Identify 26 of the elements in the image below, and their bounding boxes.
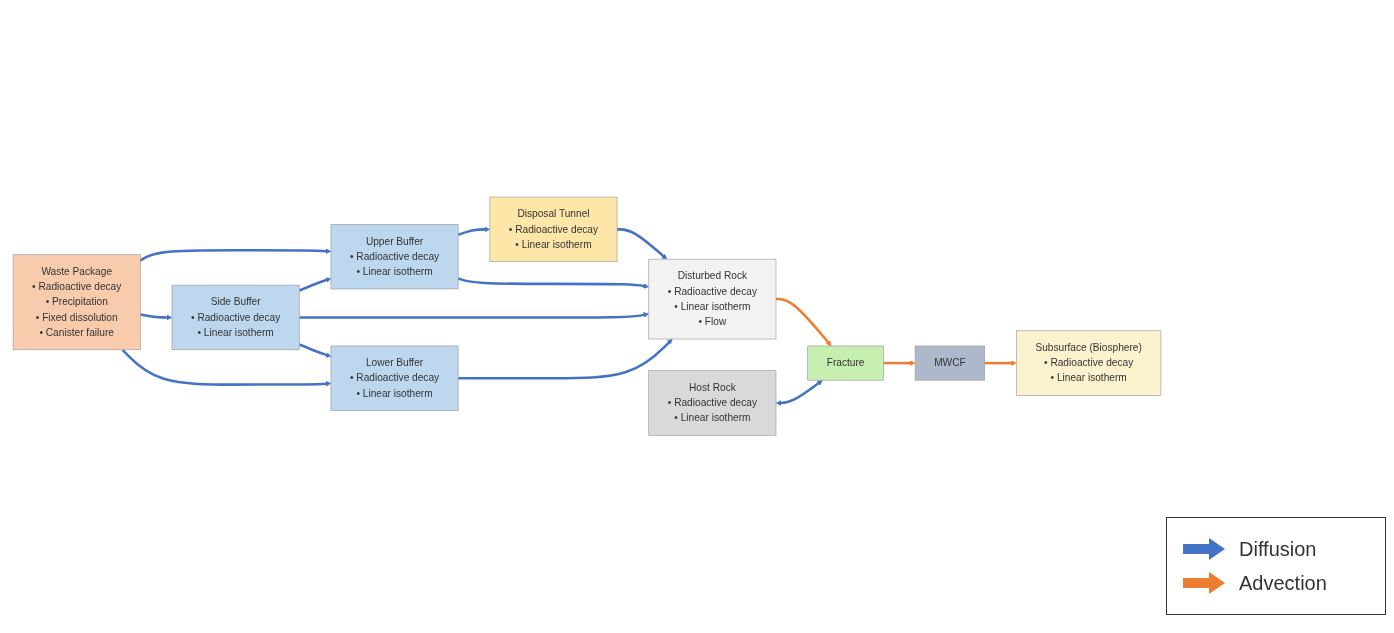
- node-box: Lower Buffer • Radioactive decay • Linear isotherm: [330, 345, 459, 412]
- legend-label: Diffusion: [1239, 537, 1317, 561]
- node-box: Disturbed Rock • Radioactive decay • Linear isotherm • Flow: [648, 259, 777, 340]
- arrow: [617, 228, 668, 260]
- node-box: Waste Package • Radioactive decay • Precipitation • Fixed dissolution • Canister failure: [12, 254, 141, 351]
- arrow: [776, 380, 823, 407]
- node-box: MWCF: [914, 345, 985, 381]
- arrow: [299, 312, 649, 320]
- node-box: Side Buffer • Radioactive decay • Linear isotherm: [171, 285, 300, 351]
- node-box: Host Rock • Radioactive decay • Linear isotherm: [648, 370, 777, 436]
- arrow: [457, 277, 649, 289]
- arrow: [140, 313, 173, 321]
- arrow: [883, 360, 916, 367]
- node-box: Upper Buffer • Radioactive decay • Linear isotherm: [330, 224, 459, 290]
- arrow: [121, 349, 332, 387]
- arrow: [776, 298, 832, 347]
- node-box: Subsurface (Biosphere) • Radioactive decay • Linear isotherm: [1016, 330, 1162, 396]
- node-box: Disposal Tunnel • Radioactive decay • Linear isotherm: [489, 197, 618, 263]
- arrow: [458, 339, 673, 380]
- arrow: [139, 248, 332, 262]
- legend-label: Advection: [1239, 571, 1327, 595]
- arrow: [984, 360, 1017, 367]
- arrow: [298, 277, 332, 293]
- arrow: [298, 343, 332, 358]
- node-box: Fracture: [807, 345, 884, 381]
- arrow: [457, 226, 491, 237]
